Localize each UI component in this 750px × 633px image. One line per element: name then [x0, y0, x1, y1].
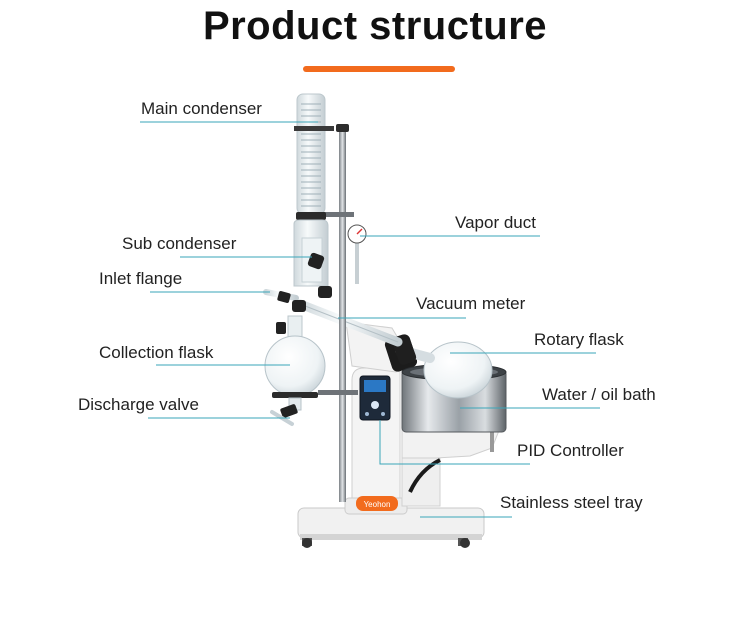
- label-stainless-steel-tray: Stainless steel tray: [500, 493, 643, 512]
- leader-lines: [140, 121, 600, 518]
- title-underline: [303, 66, 455, 72]
- label-water-oil-bath: Water / oil bath: [542, 385, 656, 404]
- collection-flask: [264, 315, 326, 398]
- page-title: Product structure: [202, 4, 548, 48]
- inlet-flange: [263, 289, 306, 312]
- pid-controller-panel: [359, 375, 391, 421]
- vapor-duct: [295, 299, 403, 347]
- base-tray: [297, 507, 485, 548]
- label-inlet-flange: Inlet flange: [99, 269, 183, 288]
- sub-condenser: [293, 219, 332, 298]
- label-sub-condenser: Sub condenser: [122, 234, 237, 253]
- label-vacuum-meter: Vacuum meter: [416, 294, 526, 313]
- label-collection-flask: Collection flask: [99, 343, 214, 362]
- label-rotary-flask: Rotary flask: [534, 330, 624, 349]
- label-pid-controller: PID Controller: [517, 441, 624, 460]
- bath-stand: [401, 427, 501, 507]
- support-rod: [318, 124, 358, 502]
- main-condenser: [294, 93, 334, 220]
- discharge-valve: [270, 397, 302, 426]
- label-discharge-valve: Discharge valve: [78, 395, 199, 414]
- label-main-condenser: Main condenser: [141, 99, 262, 118]
- brand-logo: Yeohon: [364, 500, 391, 509]
- label-vapor-duct: Vapor duct: [455, 213, 536, 232]
- leader-pid-controller: [379, 420, 530, 465]
- vacuum-meter: [347, 224, 367, 284]
